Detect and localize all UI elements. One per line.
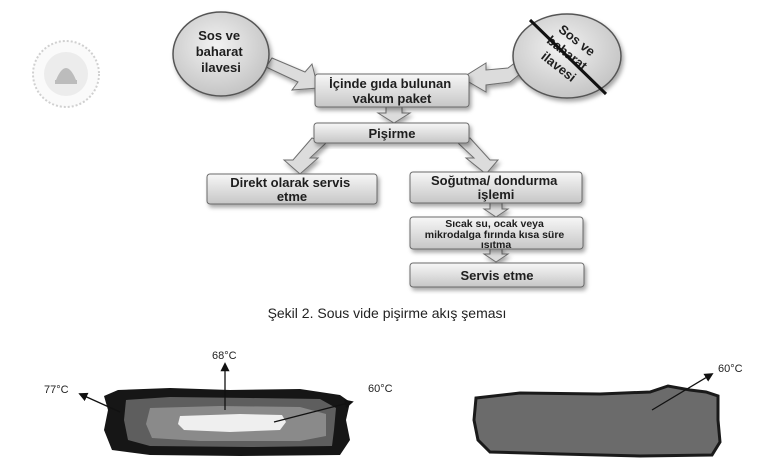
vacuum-line-2: vakum paket (353, 91, 432, 106)
sauce-line-1: Sos ve (198, 28, 240, 43)
serve-label: Servis etme (461, 268, 534, 283)
arrow-77 (78, 392, 121, 413)
temp-right-core: 60°C (718, 363, 743, 375)
arrow-60-right (651, 373, 714, 411)
arrow-60-left (273, 399, 354, 423)
reheat-line-3: ısıtma (481, 239, 512, 251)
sauce-spice-addition-crossed: Sos ve baharat ilavesi (512, 13, 622, 99)
vacuum-package-box: İçinde gıda bulunan vakum paket (314, 73, 470, 108)
direct-serve-box: Direkt olarak servis etme (206, 173, 378, 205)
svg-text:Direkt olarak servis etm: Direkt olarak servis etme (230, 175, 354, 204)
meat-core (178, 414, 286, 432)
svg-text:Sıcak su, ocak veya mikr: Sıcak su, ocak veya mikrodalga fırında k… (425, 218, 567, 251)
meat-uniform-cross-section (472, 384, 722, 458)
flow-arrows (265, 57, 521, 263)
figure-caption: Şekil 2. Sous vide pişirme akış şeması (268, 305, 507, 321)
svg-text:Soğutma/ dondurma işlemi: Soğutma/ dondurma işlemi (431, 173, 561, 202)
temp-left-right: 60°C (368, 383, 393, 395)
svg-text:İçinde gıda bulunan vaku: İçinde gıda bulunan vakum paket (329, 76, 455, 106)
meat-uniform-body (472, 384, 722, 458)
university-logo (32, 40, 100, 108)
cooking-box: Pişirme (313, 122, 470, 144)
sauce-line-3: ilavesi (201, 60, 241, 75)
arrow-cooking-to-direct (282, 137, 327, 175)
arrow-sauce-to-package (265, 57, 319, 91)
temp-left-outer: 77°C (44, 384, 69, 396)
reheat-line-1: Sıcak su, ocak veya (445, 218, 544, 230)
cool-line-1: Soğutma/ dondurma (431, 173, 558, 188)
meat-gradient-cross-section (104, 388, 350, 456)
cooking-label: Pişirme (369, 126, 416, 141)
svg-text:Sos ve baharat ila: Sos ve baharat ilavesi (196, 28, 247, 75)
direct-line-2: etme (277, 189, 307, 204)
vacuum-line-1: İçinde gıda bulunan (329, 76, 451, 91)
cool-line-2: işlemi (478, 187, 515, 202)
reheat-line-2: mikrodalga fırında kısa süre (425, 229, 565, 241)
direct-line-1: Direkt olarak servis (230, 175, 350, 190)
sauce-spice-addition: Sos ve baharat ilavesi (172, 11, 270, 97)
arrow-package-to-cooking (376, 106, 412, 124)
temperature-arrows (78, 362, 714, 423)
temp-left-top: 68°C (212, 350, 237, 362)
sauce-line-2: baharat (196, 44, 244, 59)
arrow-cool-to-reheat (482, 202, 510, 218)
arrow-crossed-to-package (461, 61, 521, 93)
arrow-cooking-to-cool (457, 137, 500, 175)
cross-out-line (528, 18, 608, 96)
cooling-freezing-box: Soğutma/ dondurma işlemi (409, 171, 583, 204)
reheat-box: Sıcak su, ocak veya mikrodalga fırında k… (409, 216, 584, 251)
serve-box: Servis etme (409, 262, 585, 288)
